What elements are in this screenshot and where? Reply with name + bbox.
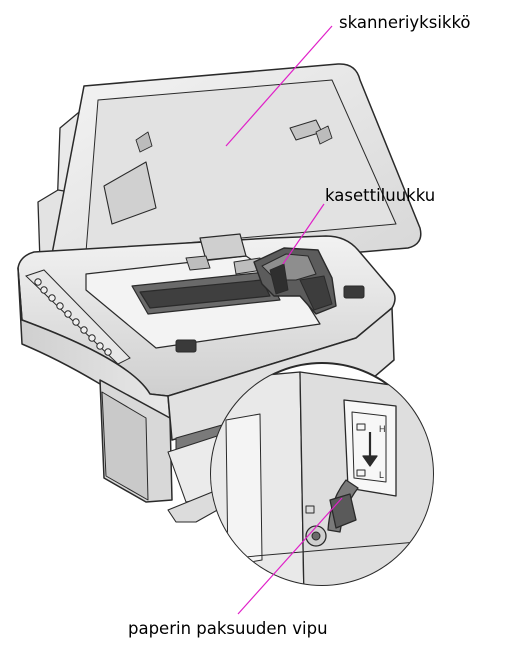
control-panel [25, 269, 365, 365]
cartridge-cover [253, 247, 337, 315]
scanner-unit-label: skanneriyksikkö [339, 13, 471, 32]
leader-lines [225, 25, 343, 615]
leader-line-cartridge-cover [282, 203, 325, 265]
lever-scale-high-mark: H [379, 424, 386, 434]
lever-scale-low-mark: L [379, 470, 384, 480]
scanner-lid [51, 63, 422, 297]
leader-line-scanner [225, 25, 333, 147]
cartridge-cover-label: kasettiluukku [325, 186, 436, 205]
paper-thickness-lever-label: paperin paksuuden vipu [128, 619, 328, 638]
zoom-inset: H L [210, 362, 434, 586]
leader-line-paper-lever [237, 497, 343, 615]
